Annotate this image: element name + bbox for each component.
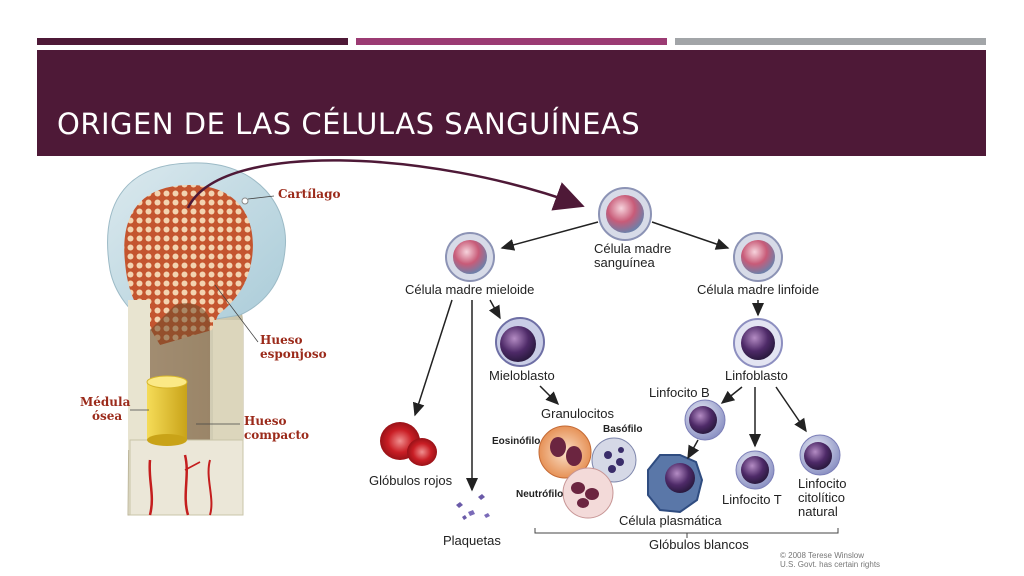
basophil-label: Basófilo — [603, 424, 642, 435]
accent-bar-1 — [37, 38, 348, 45]
neutrophil-label: Neutrófilo — [516, 489, 563, 500]
lymphoblast-cell — [733, 318, 783, 368]
basophil-cell — [591, 437, 637, 483]
marrow-label-2: ósea — [92, 409, 122, 423]
lymphocyte-t-label: Linfocito T — [722, 492, 782, 507]
nk-label-1: Linfocito — [798, 476, 846, 491]
red-cells-label: Glóbulos rojos — [369, 473, 453, 488]
myeloblast-cell — [495, 317, 545, 367]
lymphoid-stem-cell — [733, 232, 783, 282]
nk-lymphocyte-cell — [799, 434, 841, 476]
plasma-cell-label: Célula plasmática — [619, 513, 722, 528]
nk-label-3: natural — [798, 504, 838, 519]
nk-label-2: citolítico — [798, 490, 845, 505]
bone-illustration: Cartílago Hueso esponjoso Médula ósea Hu… — [80, 162, 340, 516]
white-cells-bracket — [534, 528, 839, 534]
compact-wall-left — [128, 300, 150, 450]
plasma-cell — [647, 454, 704, 514]
accent-bar-3 — [675, 38, 986, 45]
title-banner: ORIGEN DE LAS CÉLULAS SANGUÍNEAS — [37, 50, 986, 156]
eosinophil-cell — [538, 425, 592, 479]
credit-line-2: U.S. Govt. has certain rights — [780, 560, 880, 569]
lineage-arrows — [412, 221, 807, 492]
stem-cell-label-1: Célula madre — [594, 241, 671, 256]
platelets-label: Plaquetas — [443, 533, 501, 548]
spongy-bone — [124, 185, 253, 345]
lymphoid-stem-cell-label: Célula madre linfoide — [697, 282, 819, 297]
granulocytes-label: Granulocitos — [541, 406, 614, 421]
origin-arrow — [186, 159, 585, 211]
bone-marrow-cylinder — [146, 375, 188, 446]
stem-cell — [598, 187, 652, 241]
white-cells-label: Glóbulos blancos — [649, 537, 749, 552]
stem-cell-label-2: sanguínea — [594, 255, 655, 270]
neutrophil-cell — [562, 467, 614, 519]
credit-line-1: © 2008 Terese Winslow — [780, 551, 864, 560]
myeloid-stem-cell — [445, 232, 495, 282]
accent-bar-2 — [356, 38, 667, 45]
myeloblast-label: Mieloblasto — [489, 368, 555, 383]
compact-bone-label-2: compacto — [244, 428, 309, 442]
lymphocyte-b-label: Linfocito B — [649, 385, 710, 400]
spongy-bone-label-1: Hueso — [260, 333, 302, 347]
red-blood-cells — [380, 422, 437, 466]
compact-bone-label-1: Hueso — [244, 414, 286, 428]
lymphoblast-label: Linfoblasto — [725, 368, 788, 383]
platelets — [456, 494, 490, 520]
slide-title: ORIGEN DE LAS CÉLULAS SANGUÍNEAS — [57, 107, 641, 141]
marrow-label-1: Médula — [80, 395, 131, 409]
eosinophil-label: Eosinófilo — [492, 436, 540, 447]
spongy-bone-label-2: esponjoso — [260, 347, 327, 361]
cartilage-label: Cartílago — [278, 187, 340, 201]
myeloid-stem-cell-label: Célula madre mieloide — [405, 282, 534, 297]
lymphocyte-b-cell — [684, 399, 726, 441]
compact-wall-right — [213, 320, 243, 450]
lymphocyte-t-cell — [735, 450, 775, 490]
